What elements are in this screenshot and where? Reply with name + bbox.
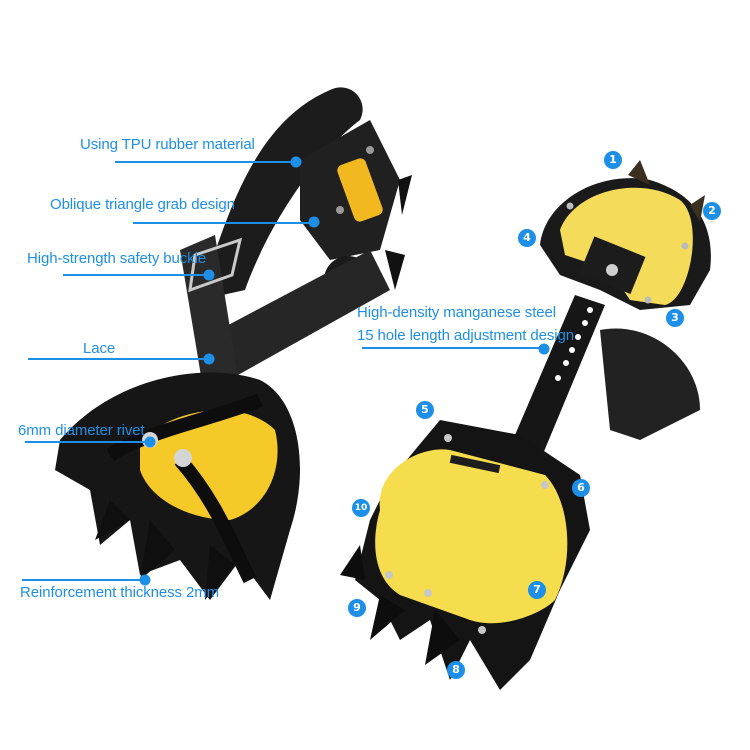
callout-tpu-rubber: Using TPU rubber material <box>80 136 255 153</box>
callout-manganese-steel: High-density manganese steel <box>357 304 556 321</box>
tooth-marker-4: 4 <box>518 229 536 247</box>
callout-safety-buckle: High-strength safety buckle <box>27 250 207 267</box>
callout-buckle-leader <box>63 274 208 276</box>
tooth-marker-3: 3 <box>666 309 684 327</box>
callout-length-adjustment: 15 hole length adjustment design <box>357 327 574 344</box>
callout-lace: Lace <box>83 340 116 357</box>
tooth-marker-6: 6 <box>572 479 590 497</box>
tooth-marker-7: 7 <box>528 581 546 599</box>
callout-reinforce-leader <box>22 579 144 581</box>
callout-oblique-grab: Oblique triangle grab design <box>50 196 235 213</box>
tooth-marker-8: 8 <box>447 661 465 679</box>
callout-reinforce-dot <box>139 574 151 586</box>
callout-tpu-leader <box>115 161 295 163</box>
callout-rivet-dot <box>144 436 156 448</box>
callout-lace-leader <box>28 358 208 360</box>
left-crampon <box>55 87 412 600</box>
callout-oblique-dot <box>308 216 320 228</box>
callout-tpu-dot <box>290 156 302 168</box>
callout-buckle-dot <box>203 269 215 281</box>
callout-adjust-dot <box>538 343 550 355</box>
tooth-marker-5: 5 <box>416 401 434 419</box>
tooth-marker-1: 1 <box>604 151 622 169</box>
callout-rivet: 6mm diameter rivet <box>18 422 145 439</box>
callout-oblique-leader <box>133 222 313 224</box>
callout-rivet-leader <box>25 441 150 443</box>
tooth-marker-2: 2 <box>703 202 721 220</box>
callout-lace-dot <box>203 353 215 365</box>
right-crampon <box>340 160 711 690</box>
tooth-marker-9: 9 <box>348 599 366 617</box>
tooth-marker-10: 10 <box>352 499 370 517</box>
callout-reinforcement: Reinforcement thickness 2mm <box>20 584 220 601</box>
callout-adjust-leader <box>362 347 542 349</box>
